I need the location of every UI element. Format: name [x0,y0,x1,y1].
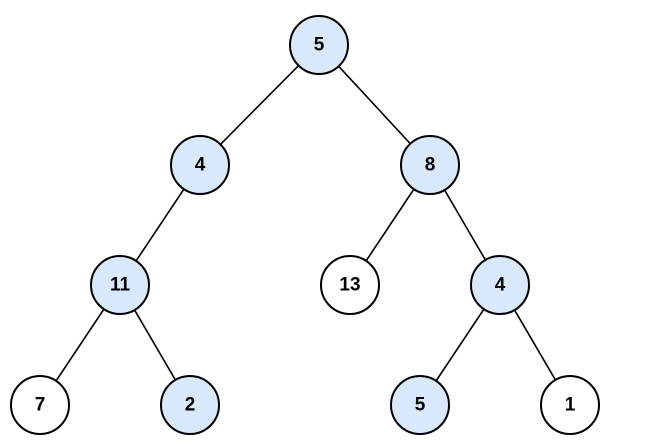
tree-node: 5 [390,375,450,435]
tree-node: 1 [540,375,600,435]
tree-edge [55,308,105,382]
tree-node-circle [540,375,600,435]
tree-node: 8 [400,135,460,195]
tree-edge [365,188,415,262]
tree-node-circle [90,255,150,315]
tree-node: 5 [289,15,349,75]
tree-node: 4 [470,255,530,315]
tree-node-label: 4 [195,155,206,176]
tree-edge [133,309,177,381]
tree-node-label: 7 [35,395,46,416]
tree-node-label: 8 [425,155,436,176]
tree-node-circle [10,375,70,435]
tree-edge [435,308,485,382]
tree-edge [338,65,411,145]
tree-node-circle [470,255,530,315]
tree-node: 11 [90,255,150,315]
tree-edges [55,65,557,382]
tree-edge [219,65,300,145]
tree-node: 4 [170,135,230,195]
tree-node-label: 13 [339,275,360,296]
tree-node-circle [390,375,450,435]
tree-node: 2 [160,375,220,435]
tree-node-label: 4 [495,275,506,296]
tree-node-label: 1 [565,395,576,416]
tree-node-circle [320,255,380,315]
tree-node-label: 5 [314,35,325,56]
tree-node-circle [160,375,220,435]
tree-edge [443,189,487,261]
tree-node-circle [170,135,230,195]
tree-node-label: 2 [185,395,196,416]
tree-node: 7 [10,375,70,435]
tree-edge [513,309,557,381]
tree-node-label: 11 [110,275,131,296]
tree-edge [135,188,185,262]
tree-node-circle [400,135,460,195]
tree-node-label: 5 [415,395,426,416]
tree-nodes: 5 4 8 11 13 4 7 2 5 1 [10,15,600,435]
tree-node-circle [289,15,349,75]
tree-node: 13 [320,255,380,315]
